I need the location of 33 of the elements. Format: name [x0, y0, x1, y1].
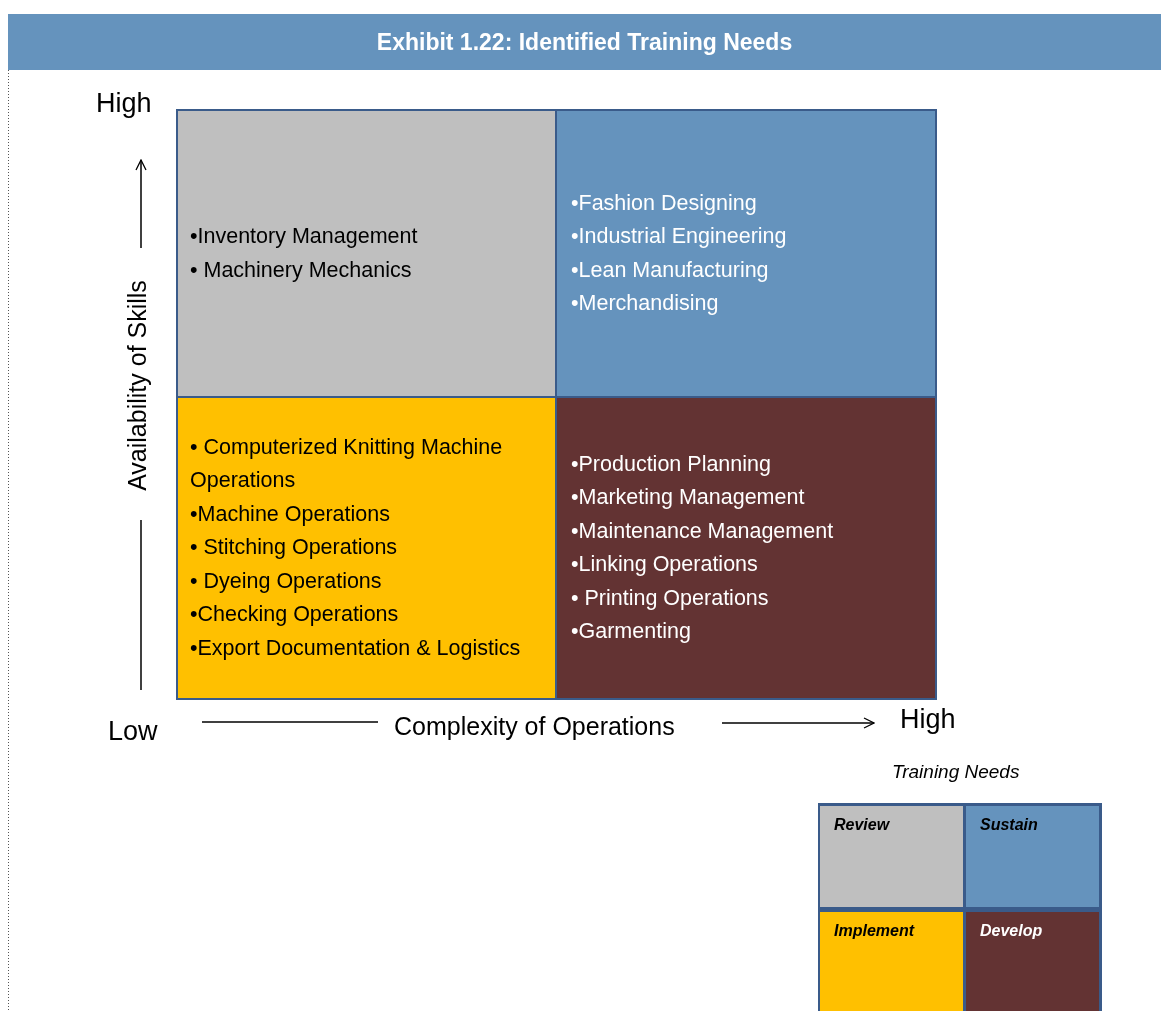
- list-item: •Industrial Engineering: [571, 223, 788, 250]
- list-item: • Machinery Mechanics: [190, 256, 413, 284]
- list-item: •Production Planning: [571, 450, 772, 478]
- list-item: •Export Documentation & Logistics: [190, 634, 522, 662]
- list-item: •Marketing Management: [571, 484, 806, 511]
- title: Exhibit 1.22: Identified Training Needs: [376, 28, 793, 56]
- list-item: •Garmenting: [571, 618, 692, 645]
- legend-text: Implement: [834, 922, 914, 939]
- legend-title: Training Needs: [892, 761, 1020, 783]
- list-item: •Merchandising: [571, 290, 720, 317]
- axis-label: Low: [108, 716, 158, 747]
- list-item: •Fashion Designing: [571, 189, 758, 217]
- list-item: •Machine Operations: [190, 500, 391, 528]
- list-item: • Stitching Operations: [190, 534, 399, 562]
- quadrant-box: [178, 398, 555, 698]
- axis-label: High: [900, 704, 956, 735]
- list-item: • Printing Operations: [571, 584, 770, 612]
- legend-text: Sustain: [980, 816, 1038, 833]
- list-item: •Lean Manufacturing: [571, 256, 770, 284]
- axis-title: Availability of Skills: [122, 279, 152, 491]
- list-item: • Computerized Knitting Machine Operations: [190, 433, 504, 495]
- axis-label: High: [96, 88, 152, 119]
- axis-title: Complexity of Operations: [394, 712, 675, 741]
- quadrant-box: [557, 111, 935, 396]
- legend-text: Review: [834, 816, 890, 833]
- list-item: • Dyeing Operations: [190, 567, 383, 595]
- quadrant-box: [557, 398, 935, 698]
- list-item: •Linking Operations: [571, 551, 759, 578]
- legend-text: Develop: [980, 922, 1043, 939]
- quadrant-box: [178, 111, 555, 396]
- list-item: •Maintenance Management: [571, 517, 835, 545]
- list-item: •Checking Operations: [190, 601, 400, 629]
- list-item: •Inventory Management: [190, 223, 419, 250]
